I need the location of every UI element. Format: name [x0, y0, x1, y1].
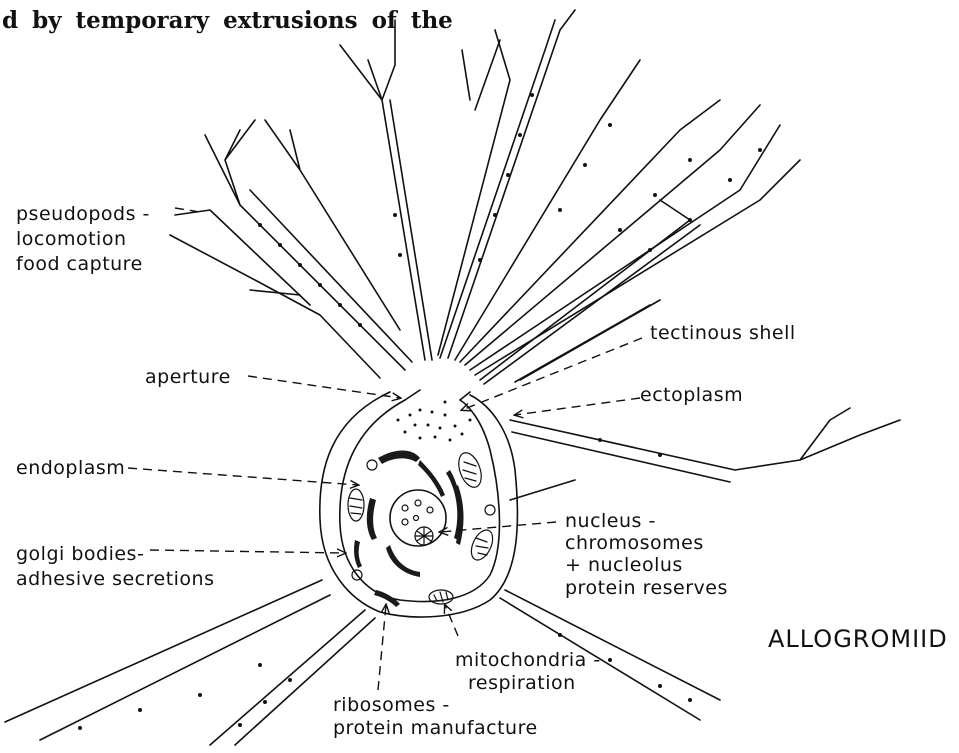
diagram-title: ALLOGROMIID	[768, 625, 948, 653]
svg-text:golgi bodies-: golgi bodies-	[16, 543, 144, 565]
organelles	[354, 451, 464, 608]
svg-text:locomotion: locomotion	[16, 228, 127, 250]
svg-text:protein reserves: protein reserves	[565, 577, 728, 599]
label-ribosomes: ribosomes - protein manufacture	[333, 694, 538, 739]
svg-text:nucleus -: nucleus -	[565, 510, 656, 532]
nucleus	[390, 490, 446, 546]
label-mitochondria: mitochondria - respiration	[455, 649, 601, 694]
svg-text:food capture: food capture	[16, 253, 143, 275]
svg-text:+ nucleolus: + nucleolus	[565, 554, 683, 576]
label-pseudopods: pseudopods - locomotion food capture	[16, 203, 150, 275]
label-endoplasm: endoplasm	[16, 457, 125, 479]
header-text: d by temporary extrusions of the	[2, 7, 453, 34]
label-ectoplasm: ectoplasm	[640, 384, 743, 406]
cell-body	[320, 390, 518, 617]
label-nucleus: nucleus - chromosomes + nucleolus protei…	[565, 510, 728, 599]
svg-text:adhesive secretions: adhesive secretions	[16, 568, 215, 590]
svg-text:chromosomes: chromosomes	[565, 532, 704, 554]
svg-text:mitochondria -: mitochondria -	[455, 649, 601, 671]
svg-text:pseudopods -: pseudopods -	[16, 203, 150, 225]
svg-text:ribosomes -: ribosomes -	[333, 694, 450, 716]
pseudopods	[5, 10, 900, 745]
svg-text:respiration: respiration	[468, 672, 576, 694]
svg-text:protein manufacture: protein manufacture	[333, 717, 538, 739]
label-aperture: aperture	[145, 366, 231, 388]
aperture-granules	[397, 401, 472, 442]
label-tectinous-shell: tectinous shell	[650, 322, 796, 344]
